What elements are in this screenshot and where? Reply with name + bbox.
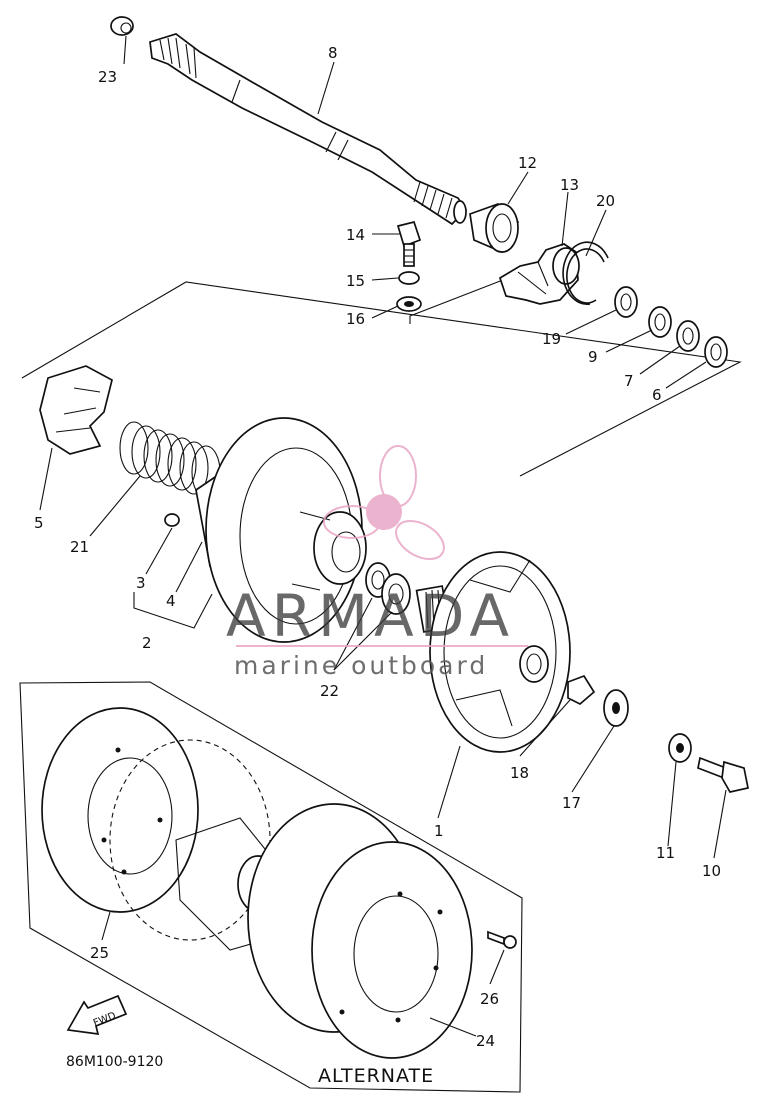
drawing-code: 86M100-9120	[66, 1054, 163, 1070]
part-3-pin	[164, 513, 180, 527]
part-20-circlip	[562, 241, 609, 306]
part-1-fixed-sheave	[415, 551, 571, 753]
callout-8: 8	[328, 44, 338, 62]
callout-15: 15	[346, 272, 365, 290]
part-18-collar	[567, 674, 596, 706]
leader-lines	[39, 35, 727, 1037]
callout-21: 21	[70, 538, 89, 556]
callout-2: 2	[142, 634, 152, 652]
part-16-washer	[396, 296, 422, 312]
callout-20: 20	[596, 192, 615, 210]
part-14-bolt	[396, 220, 422, 267]
watermark: ARMADA marine outboard	[226, 445, 528, 680]
part-26-bolt	[487, 930, 517, 949]
part-17-washer	[603, 689, 629, 727]
callout-11: 11	[656, 844, 675, 862]
part-12-bearing	[469, 203, 520, 254]
part-23-cap	[110, 16, 134, 36]
part-25-disc	[41, 707, 199, 913]
part-5-cam	[39, 365, 113, 455]
callout-22: 22	[320, 682, 339, 700]
part-7-washer	[676, 320, 700, 352]
callout-26: 26	[480, 990, 499, 1008]
part-15-spring-washer	[398, 271, 420, 285]
callout-25: 25	[90, 944, 109, 962]
part-6-washer	[704, 336, 728, 368]
callout-7: 7	[624, 372, 634, 390]
callout-labels: 1 2 3 4 5 6 7 8 9 10 11 12 13 14 15 16 1…	[34, 44, 721, 1050]
callout-3: 3	[136, 574, 146, 592]
callout-9: 9	[588, 348, 598, 366]
alternate-label: ALTERNATE	[318, 1065, 434, 1087]
part-24-disc	[247, 803, 473, 1059]
callout-5: 5	[34, 514, 44, 532]
watermark-brand: ARMADA	[226, 582, 515, 650]
callout-1: 1	[434, 822, 444, 840]
callout-16: 16	[346, 310, 365, 328]
callout-10: 10	[702, 862, 721, 880]
callout-14: 14	[346, 226, 365, 244]
part-19-washer	[614, 286, 638, 318]
callout-23: 23	[98, 68, 117, 86]
part-8-shaft	[149, 33, 468, 226]
part-10-bolt	[697, 756, 749, 793]
part-2-sliding-sheave	[195, 417, 367, 643]
group-outlines	[19, 277, 742, 1093]
callout-17: 17	[562, 794, 581, 812]
callout-12: 12	[518, 154, 537, 172]
callout-6: 6	[652, 386, 662, 404]
callout-13: 13	[560, 176, 579, 194]
part-21-spring	[119, 421, 221, 499]
watermark-tagline: marine outboard	[234, 651, 488, 680]
callout-18: 18	[510, 764, 529, 782]
part-9-washer	[648, 306, 672, 338]
part-11-washer	[668, 733, 692, 763]
callout-19: 19	[542, 330, 561, 348]
propeller-logo-icon	[323, 445, 445, 560]
part-22-collars	[365, 562, 411, 615]
fwd-arrow-icon: FWD	[66, 994, 128, 1036]
callout-24: 24	[476, 1032, 495, 1050]
callout-4: 4	[166, 592, 176, 610]
